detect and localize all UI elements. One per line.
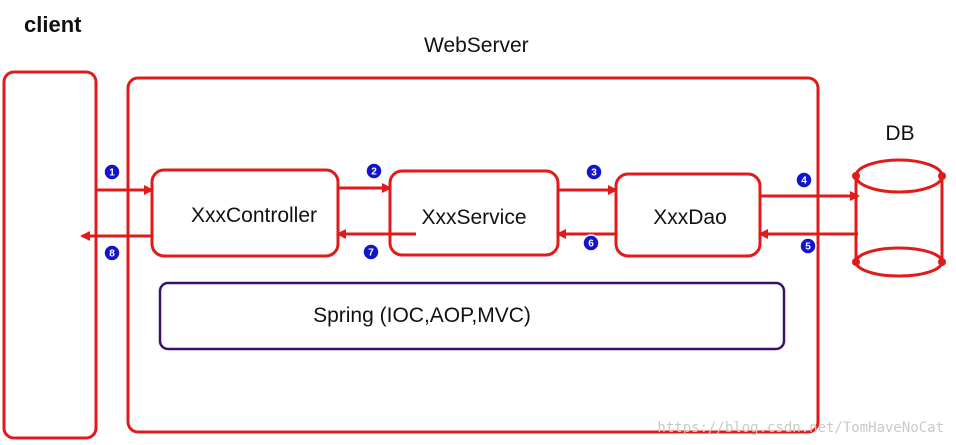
step-badge-3: 3	[585, 163, 603, 181]
step-badge-1: 1	[103, 163, 121, 181]
db-dot	[938, 172, 946, 180]
step-number-1: 1	[109, 168, 115, 179]
step-badge-2: 2	[365, 162, 383, 180]
step-badge-5: 5	[799, 237, 817, 255]
controller-label: XxxController	[191, 204, 317, 227]
service-node: XxxService	[388, 169, 560, 257]
step-number-8: 8	[109, 249, 115, 260]
controller-node: XxxController	[150, 168, 340, 258]
step-number-2: 2	[371, 167, 377, 178]
service-label: XxxService	[421, 206, 526, 229]
spring-box	[158, 281, 786, 351]
webserver-title: WebServer	[424, 34, 529, 57]
step-badge-6: 6	[582, 234, 600, 252]
step-badge-7: 7	[362, 243, 380, 261]
dao-box	[614, 172, 762, 258]
step-number-3: 3	[591, 168, 597, 179]
db-node: DB	[852, 122, 946, 278]
db-bottom-ellipse	[854, 246, 944, 278]
step-badge-8: 8	[103, 244, 121, 262]
spring-label: Spring (IOC,AOP,MVC)	[313, 304, 531, 327]
dao-label: XxxDao	[653, 206, 727, 229]
db-dot	[852, 172, 860, 180]
step-badge-4: 4	[795, 171, 813, 189]
watermark: https://blog.csdn.net/TomHaveNoCat	[657, 420, 944, 436]
db-dot	[852, 258, 860, 266]
db-title: DB	[885, 122, 914, 145]
step-number-4: 4	[801, 176, 807, 187]
dao-node: XxxDao	[614, 172, 762, 258]
step-number-6: 6	[588, 239, 594, 250]
client-title: client	[24, 12, 82, 37]
step-number-7: 7	[368, 248, 374, 259]
db-top-ellipse	[854, 158, 944, 194]
step-number-5: 5	[805, 242, 811, 253]
webserver-box	[126, 76, 820, 434]
spring-node: Spring (IOC,AOP,MVC)	[158, 281, 786, 351]
service-box	[388, 169, 560, 257]
db-dot	[938, 258, 946, 266]
controller-box	[150, 168, 340, 258]
client-box	[2, 70, 98, 440]
